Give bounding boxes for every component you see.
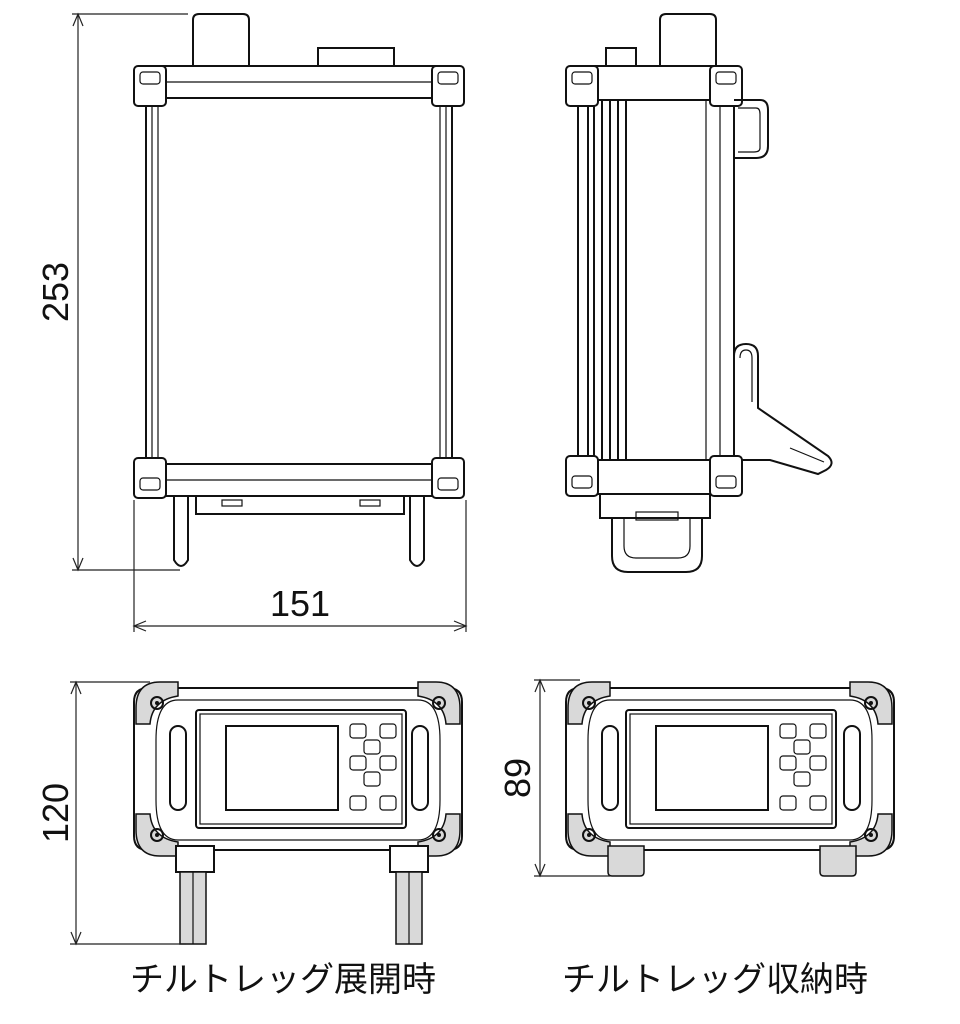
side-view xyxy=(565,13,833,573)
side-tilt-leg xyxy=(733,342,833,476)
corner-block xyxy=(709,65,743,107)
corner-block xyxy=(431,65,465,107)
front-panel xyxy=(625,709,837,829)
caption-stowed: チルトレッグ収納時 xyxy=(562,960,868,1000)
top-connector xyxy=(317,47,395,67)
front-panel xyxy=(195,709,407,829)
side-grip xyxy=(411,725,429,811)
keypad xyxy=(349,723,397,811)
dimension-deployed-height-label: 120 xyxy=(35,783,76,843)
corner-block xyxy=(565,65,599,107)
bottom-plate xyxy=(195,495,405,515)
heat-sink-fins xyxy=(593,100,627,460)
side-frame xyxy=(577,65,735,467)
lcd-display xyxy=(225,725,339,811)
keypad xyxy=(779,723,827,811)
tilt-leg-stowed xyxy=(819,845,857,877)
lcd-display xyxy=(655,725,769,811)
dimension-width-label: 151 xyxy=(270,583,330,624)
corner-block xyxy=(133,65,167,107)
tilt-leg xyxy=(409,496,425,567)
tilt-leg xyxy=(173,496,189,567)
side-grip xyxy=(169,725,187,811)
caption-deployed: チルトレッグ展開時 xyxy=(130,960,436,1000)
top-handle xyxy=(192,13,250,66)
tilt-leg-stowed xyxy=(607,845,645,877)
rear-clip xyxy=(734,99,769,159)
front-view-deployed: 120 xyxy=(35,680,463,946)
front-view-stowed: 89 xyxy=(497,678,895,878)
dimension-stowed-height-label: 89 xyxy=(497,758,538,798)
side-grip xyxy=(843,725,861,811)
top-view: 253 151 xyxy=(35,12,468,632)
dimension-height-label: 253 xyxy=(35,262,76,322)
bottom-handle xyxy=(611,518,703,573)
top-body xyxy=(145,97,453,465)
side-handle xyxy=(659,13,717,66)
side-grip xyxy=(601,725,619,811)
